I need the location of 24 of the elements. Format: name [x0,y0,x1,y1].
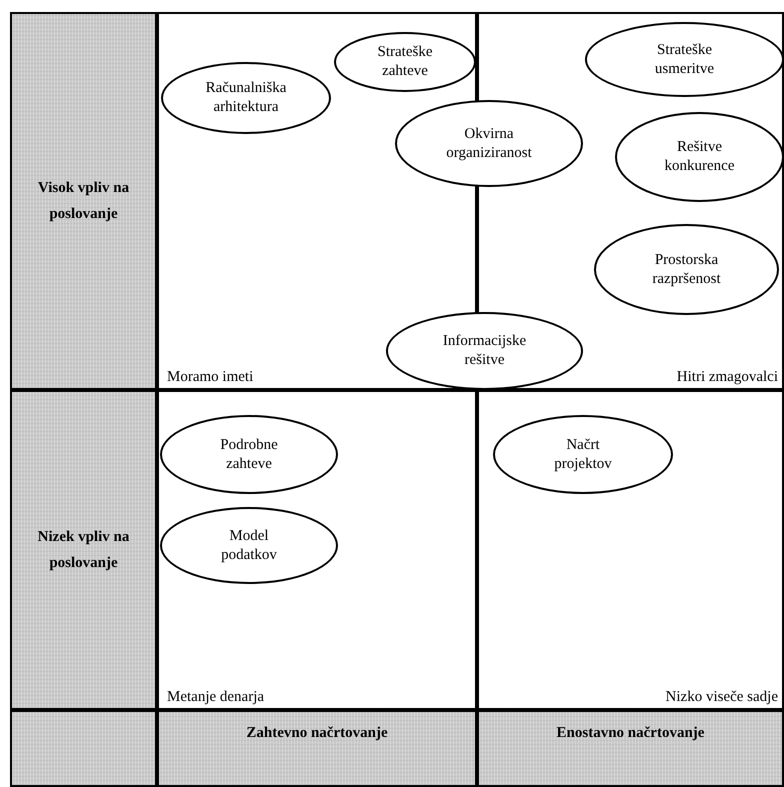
header-cell [10,390,157,710]
quadrant-label: Hitri zmagovalci [676,369,778,386]
ellipse-label: Prostorska razpršenost [651,250,722,288]
quadrant-cell [477,390,784,710]
header-text: Visok vpliv na poslovanje [36,179,130,224]
quadrant-label: Nizko viseče sadje [666,689,778,706]
header-text: Enostavno načrtovanje [556,724,706,743]
ellipse-label: Načrt projektov [553,436,613,474]
ellipse-label: Računalniška arhitektura [204,79,288,117]
header-text: Nizek vpliv na poslovanje [36,528,130,573]
ellipse-label: Okvirna organiziranost [445,124,533,162]
ellipse-label: Strateške usmeritve [654,40,716,78]
header-cell [10,12,157,390]
quadrant-label: Moramo imeti [167,369,254,386]
ellipse-label: Podrobne zahteve [219,436,279,474]
header-cell [157,710,477,787]
ellipse-label: Rešitve konkurence [664,138,736,176]
header-cell [477,710,784,787]
ellipse-label: Informacijske rešitve [442,332,528,370]
quadrant-label: Metanje denarja [167,689,264,706]
ellipse-label: Strateške zahteve [376,43,434,81]
ellipse-label: Model podatkov [220,526,278,564]
quadrant-cell [157,390,477,710]
header-text: Zahtevno načrtovanje [245,724,389,743]
